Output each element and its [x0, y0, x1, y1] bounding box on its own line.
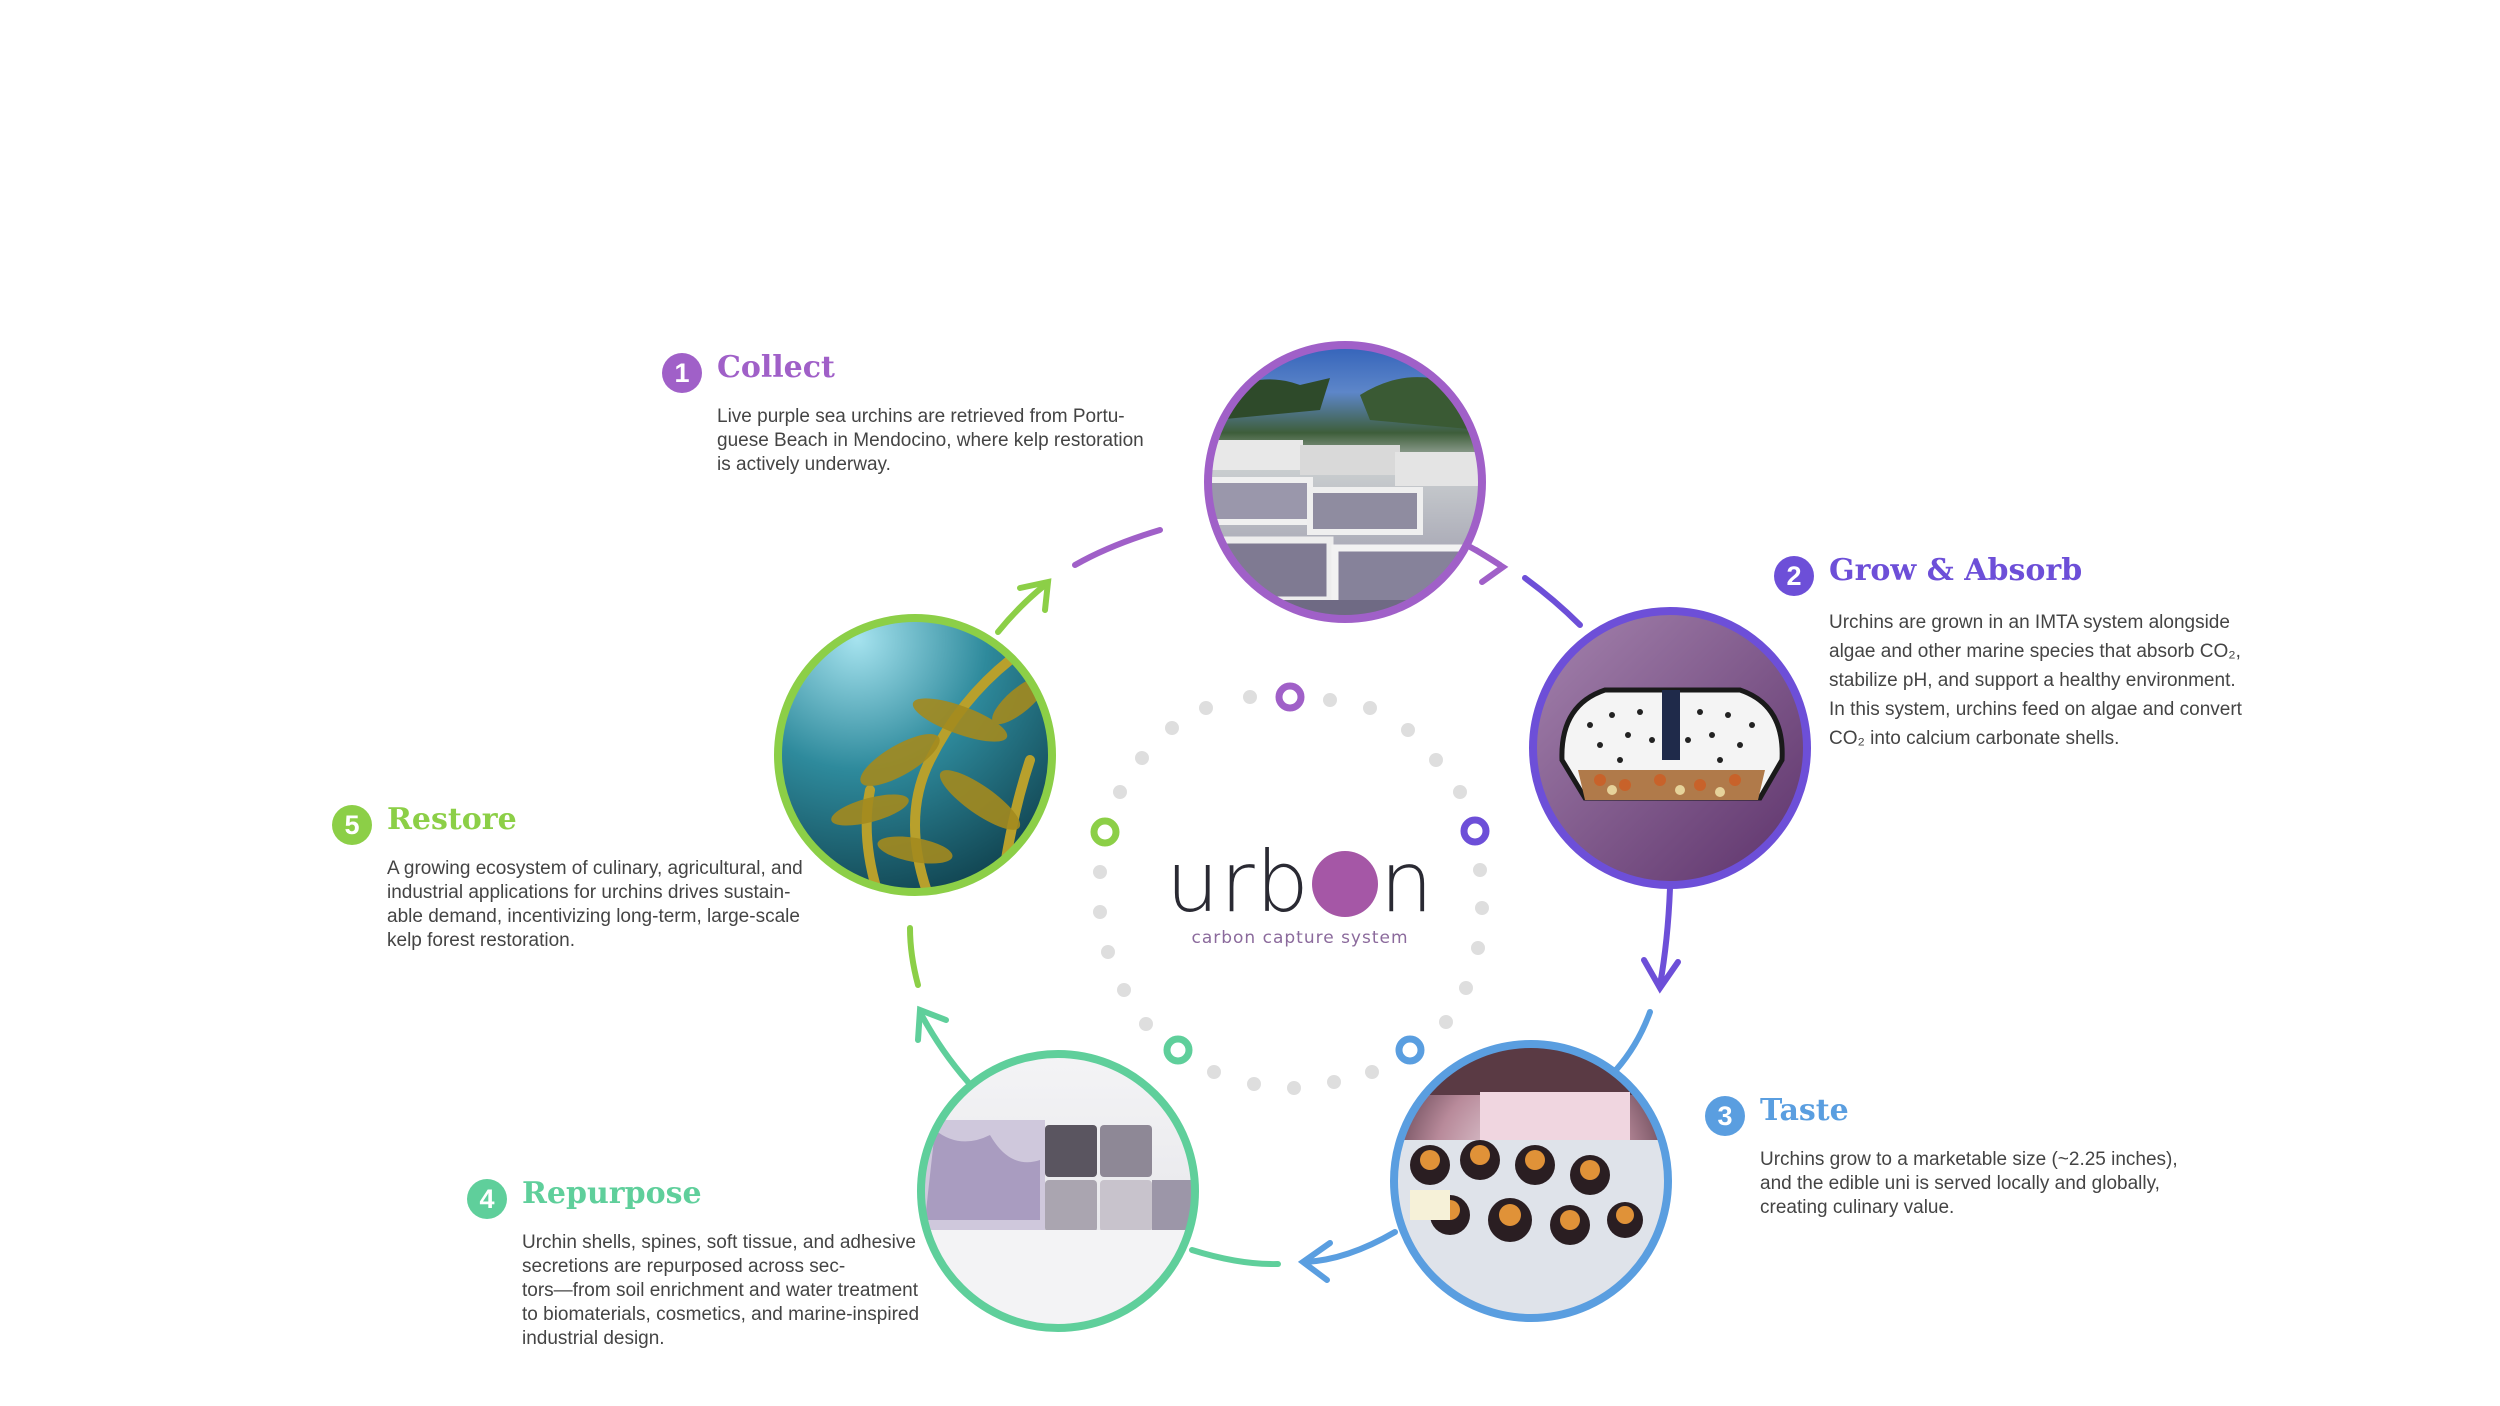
desc-line: secretions are repurposed across sec-: [522, 1256, 846, 1277]
desc-line: guese Beach in Mendocino, where kelp res…: [717, 430, 1144, 451]
step-number-badge: 5: [332, 805, 372, 845]
desc-line: In this system, urchins feed on algae an…: [1829, 699, 2242, 720]
step-title: Restore: [387, 802, 517, 837]
step-description: Live purple sea urchins are retrieved fr…: [717, 405, 1144, 477]
brand-word-left: urb: [1165, 833, 1310, 931]
desc-line: to biomaterials, cosmetics, and marine-i…: [522, 1304, 920, 1325]
step-number-badge: 2: [1774, 556, 1814, 596]
step-number-badge: 1: [662, 353, 702, 393]
restore-image: [774, 614, 1056, 896]
desc-line: kelp forest restoration.: [387, 930, 575, 951]
step-number-badge: 4: [467, 1179, 507, 1219]
arc-collect-inbound: [1072, 527, 1163, 568]
desc-line: Urchins grow to a marketable size (~2.25…: [1760, 1149, 2178, 1170]
brand-tagline: carbon capture system: [1191, 928, 1409, 948]
arrow-grow-to-taste: [1641, 885, 1681, 994]
desc-line: Urchins are grown in an IMTA system alon…: [1829, 612, 2230, 633]
arc-grow-inbound: [1522, 575, 1583, 628]
desc-line: industrial applications for urchins driv…: [387, 882, 791, 903]
marker-restore: [1090, 817, 1120, 847]
marker-collect: [1275, 682, 1305, 712]
desc-line: algae and other marine species that abso…: [1829, 641, 2241, 662]
desc-line: CO₂ into calcium carbonate shells.: [1829, 728, 2120, 749]
step-description: A growing ecosystem of culinary, agricul…: [387, 857, 803, 953]
step-description: Urchin shells, spines, soft tissue, and …: [522, 1231, 919, 1351]
desc-line: Urchin shells, spines, soft tissue, and …: [522, 1232, 916, 1253]
arrow-repurpose-to-restore: [915, 1005, 971, 1085]
repurpose-image: [917, 1050, 1199, 1332]
arc-repurpose-inbound: [1189, 1247, 1281, 1268]
step-taste: 3 Taste Urchins grow to a marketable siz…: [1705, 1093, 2205, 1223]
collect-image: [1204, 341, 1486, 623]
arrow-taste-to-repurpose: [1297, 1229, 1398, 1283]
step-description: Urchins are grown in an IMTA system alon…: [1829, 608, 2242, 753]
desc-line: A growing ecosystem of culinary, agricul…: [387, 858, 803, 879]
marker-grow: [1460, 816, 1490, 846]
step-title: Taste: [1760, 1093, 1849, 1128]
brand-o-dot: [1311, 851, 1378, 917]
marker-taste: [1395, 1035, 1425, 1065]
desc-line: Live purple sea urchins are retrieved fr…: [717, 406, 1125, 427]
step-restore: 5 Restore A growing ecosystem of culinar…: [332, 802, 852, 962]
desc-line: able demand, incentivizing long-term, la…: [387, 906, 800, 927]
desc-line: industrial design.: [522, 1328, 665, 1349]
step-title: Collect: [717, 350, 835, 385]
step-title: Repurpose: [522, 1176, 702, 1211]
brand-word-right: n: [1379, 833, 1435, 931]
step-collect: 1 Collect Live purple sea urchins are re…: [662, 350, 1182, 480]
step-description: Urchins grow to a marketable size (~2.25…: [1760, 1148, 2178, 1220]
arrow-restore-to-collect: [995, 578, 1052, 635]
desc-line: stabilize pH, and support a healthy envi…: [1829, 670, 2236, 691]
desc-line: tors—from soil enrichment and water trea…: [522, 1280, 918, 1301]
taste-image: [1390, 1040, 1672, 1322]
ring-markers: [1090, 682, 1490, 1065]
arc-restore-inbound: [907, 925, 921, 988]
step-number-badge: 3: [1705, 1096, 1745, 1136]
step-title: Grow & Absorb: [1829, 553, 2083, 588]
desc-line: and the edible uni is served locally and…: [1760, 1173, 2160, 1194]
step-grow-absorb: 2 Grow & Absorb Urchins are grown in an …: [1774, 553, 2274, 749]
marker-repurpose: [1163, 1035, 1193, 1065]
desc-line: is actively underway.: [717, 454, 891, 475]
step-repurpose: 4 Repurpose Urchin shells, spines, soft …: [467, 1176, 947, 1356]
grow-image: [1529, 607, 1811, 889]
desc-line: creating culinary value.: [1760, 1197, 1955, 1218]
arc-taste-inbound: [1613, 1009, 1653, 1073]
